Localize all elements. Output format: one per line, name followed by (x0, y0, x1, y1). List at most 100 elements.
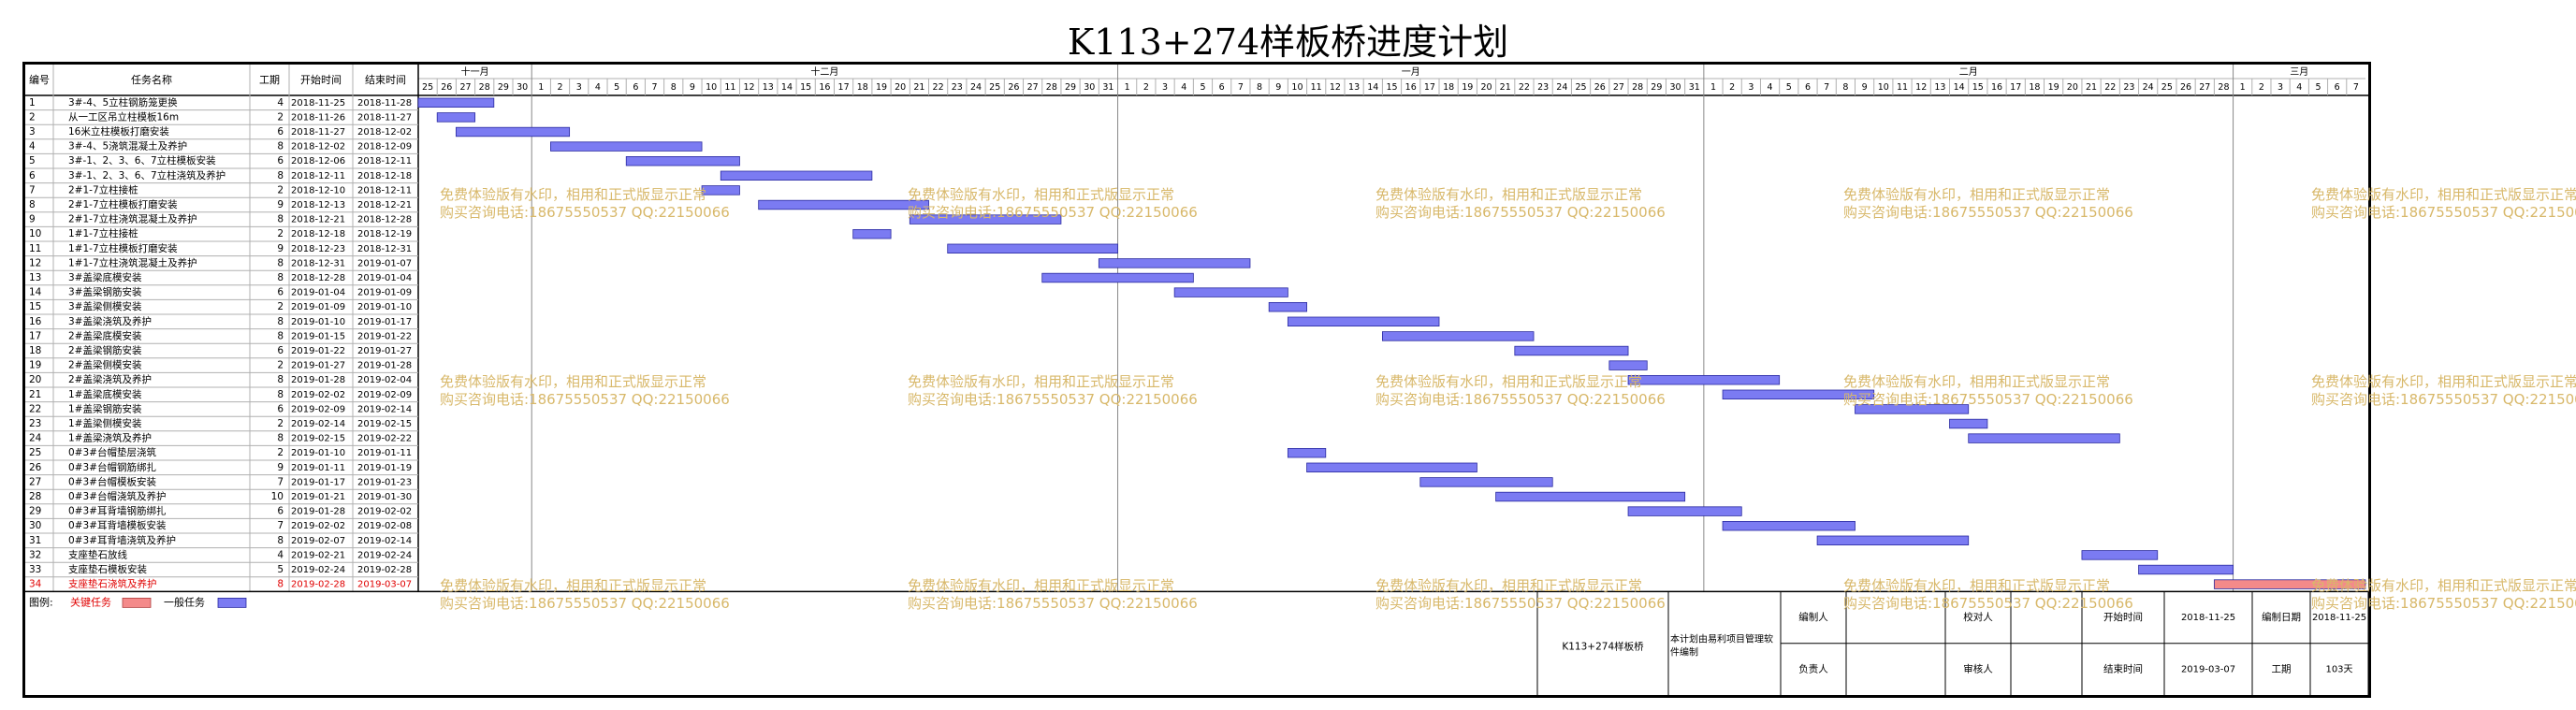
task-duration: 6 (277, 403, 284, 414)
task-duration: 2 (277, 228, 284, 239)
task-no: 15 (29, 301, 41, 312)
day-label: 20 (2067, 82, 2078, 93)
day-label: 9 (1862, 82, 1868, 93)
task-duration: 5 (277, 564, 284, 575)
day-label: 14 (781, 82, 793, 93)
day-label: 25 (2161, 82, 2173, 93)
task-duration: 2 (277, 111, 284, 123)
legend-normal-swatch (217, 598, 247, 608)
task-no: 33 (29, 564, 41, 575)
footer-reviewer-label: 审核人 (1963, 662, 1993, 674)
task-start: 2018-12-02 (291, 142, 345, 152)
footer-owner-label: 负责人 (1798, 662, 1828, 674)
task-name: 2#盖梁侧模安装 (68, 359, 142, 371)
task-duration: 8 (277, 389, 284, 400)
task-name: 支座垫石模板安装 (68, 563, 147, 575)
task-name: 1#1-7立柱浇筑混凝土及养护 (68, 256, 197, 268)
task-no: 14 (29, 287, 42, 298)
task-bar (1287, 316, 1440, 327)
task-start: 2018-12-18 (291, 229, 345, 239)
task-end: 2018-12-11 (357, 185, 412, 196)
day-label: 30 (517, 82, 528, 93)
footer-finish-label: 结束时间 (2103, 662, 2143, 674)
task-duration: 8 (277, 257, 284, 268)
task-no: 4 (29, 141, 36, 152)
task-name: 1#1-7立柱接桩 (68, 227, 138, 239)
task-no: 27 (29, 476, 41, 487)
task-no: 22 (29, 403, 41, 414)
task-start: 2018-11-25 (291, 98, 345, 109)
day-label: 19 (1462, 82, 1473, 93)
day-label: 11 (1897, 82, 1908, 93)
task-name: 0#3#台帽垫层浇筑 (68, 446, 156, 458)
task-bar (1495, 491, 1686, 502)
task-name: 0#3#台帽模板安装 (68, 475, 156, 487)
legend-critical-text: 关键任务 (70, 595, 111, 608)
day-label: 3 (2278, 82, 2283, 93)
task-name: 2#盖梁底模安装 (68, 329, 142, 341)
task-end: 2019-01-30 (357, 492, 412, 502)
task-name: 3#-1、2、3、6、7立柱浇筑及养护 (68, 169, 226, 181)
task-end: 2019-01-23 (357, 477, 412, 487)
task-no: 5 (29, 155, 36, 167)
day-label: 13 (763, 82, 774, 93)
task-start: 2019-02-02 (291, 521, 345, 531)
task-name: 3#盖梁钢筋安装 (68, 286, 142, 298)
task-name: 3#盖梁底模安装 (68, 271, 142, 283)
task-bar (2081, 550, 2159, 560)
day-label: 29 (498, 82, 509, 93)
task-no: 24 (29, 433, 42, 444)
day-label: 29 (1651, 82, 1662, 93)
header-end: 结束时间 (365, 74, 406, 86)
task-bar (1608, 360, 1648, 370)
task-end: 2018-11-27 (357, 112, 412, 123)
task-end: 2019-02-09 (357, 390, 412, 400)
footer-duration-label: 工期 (2272, 663, 2292, 674)
task-name: 2#盖梁钢筋安装 (68, 344, 142, 356)
task-end: 2018-12-21 (357, 200, 412, 210)
task-start: 2019-02-14 (291, 419, 345, 429)
task-name: 3#-4、5立柱钢筋笼更换 (68, 96, 178, 109)
day-label: 10 (1291, 82, 1303, 93)
day-label: 3 (1748, 82, 1754, 93)
task-duration: 4 (277, 549, 284, 560)
task-end: 2019-01-11 (357, 448, 412, 458)
task-no: 10 (29, 228, 41, 239)
task-end: 2019-01-27 (357, 346, 412, 356)
task-bar (1968, 433, 2120, 443)
day-label: 16 (819, 82, 830, 93)
month-label: 一月 (1402, 66, 1420, 78)
task-duration: 7 (277, 520, 284, 531)
day-label: 23 (1537, 82, 1549, 93)
day-label: 13 (1348, 82, 1360, 93)
header-no: 编号 (29, 73, 50, 86)
task-bar (1306, 462, 1477, 473)
day-label: 19 (2048, 82, 2059, 93)
day-label: 14 (1954, 82, 1965, 93)
task-no: 30 (29, 520, 41, 531)
task-bar (1722, 520, 1856, 531)
month-label: 三月 (2290, 66, 2308, 78)
footer-project: K113+274样板桥 (1562, 641, 1644, 653)
day-label: 21 (913, 82, 924, 93)
task-bar (1627, 374, 1781, 385)
task-end: 2019-02-08 (357, 521, 412, 531)
task-name: 1#盖梁浇筑及养护 (68, 432, 152, 444)
task-bar (947, 243, 1118, 254)
task-end: 2019-01-22 (357, 331, 412, 341)
task-duration: 9 (277, 243, 284, 254)
critical-task-bar (2213, 579, 2366, 589)
task-start: 2019-01-22 (291, 346, 345, 356)
task-bar (1722, 389, 1875, 400)
task-start: 2018-12-11 (291, 171, 345, 181)
task-bar (701, 185, 740, 196)
task-no: 18 (29, 345, 41, 356)
task-name: 1#盖梁底模安装 (68, 388, 142, 400)
task-no: 26 (29, 462, 42, 473)
task-start: 2018-12-10 (291, 185, 345, 196)
footer-software-line2: 件编制 (1670, 646, 1698, 659)
task-end: 2018-12-09 (357, 142, 412, 152)
task-name: 1#盖梁侧模安装 (68, 417, 142, 429)
task-no: 19 (29, 360, 41, 371)
task-name: 支座垫石放线 (68, 548, 127, 560)
